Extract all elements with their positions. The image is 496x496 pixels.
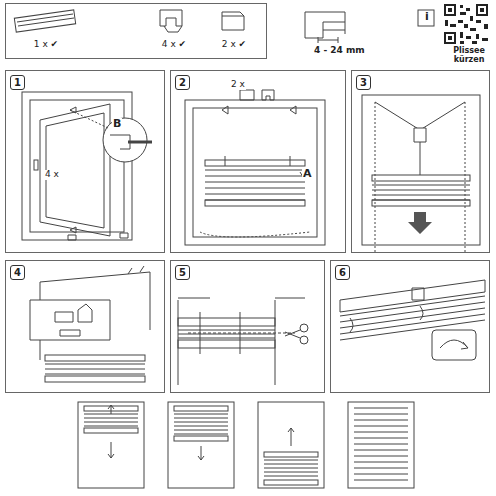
parts-box: 1 x ✔ 4 x ✔ 2 x ✔ — [5, 3, 267, 59]
usage-icons — [78, 402, 414, 488]
step-number: 2 — [175, 75, 190, 90]
part-letter: A — [302, 168, 313, 180]
step-number: 1 — [10, 75, 25, 90]
dimension: 4 - 24 mm — [313, 46, 366, 56]
quantity-label: 2 x ✔ — [222, 40, 246, 50]
info-box — [418, 10, 434, 26]
step-panel: 6 — [330, 260, 490, 393]
cut-cord-illustration — [178, 298, 308, 385]
window-blind-illustration — [185, 90, 325, 245]
quantity-label: 2 x — [230, 80, 246, 90]
step-panel: 4 — [5, 260, 165, 393]
bracket-detail-illustration — [30, 266, 150, 382]
qr-caption: Plissee kürzen — [444, 47, 494, 65]
qr-code — [444, 4, 488, 44]
step-number: 5 — [175, 265, 190, 280]
quantity-label: 4 x — [44, 170, 60, 180]
clip-illustration — [340, 280, 485, 360]
quantity-label: 4 x ✔ — [162, 40, 186, 50]
window-illustration — [22, 92, 152, 240]
step-panel: 3 — [351, 70, 490, 253]
step-panel: 5 — [170, 260, 325, 393]
cord-tension-illustration — [362, 95, 480, 252]
step-number: 3 — [356, 75, 371, 90]
parts-icons — [14, 10, 244, 32]
step-panel: 2 — [170, 70, 346, 253]
info-icon: i — [424, 11, 430, 23]
step-panel: 1 — [5, 70, 165, 253]
step-number: 6 — [335, 265, 350, 280]
part-letter: B — [112, 118, 122, 130]
dimension-icon — [305, 12, 345, 43]
step-number: 4 — [10, 265, 25, 280]
quantity-label: 1 x ✔ — [34, 40, 58, 50]
